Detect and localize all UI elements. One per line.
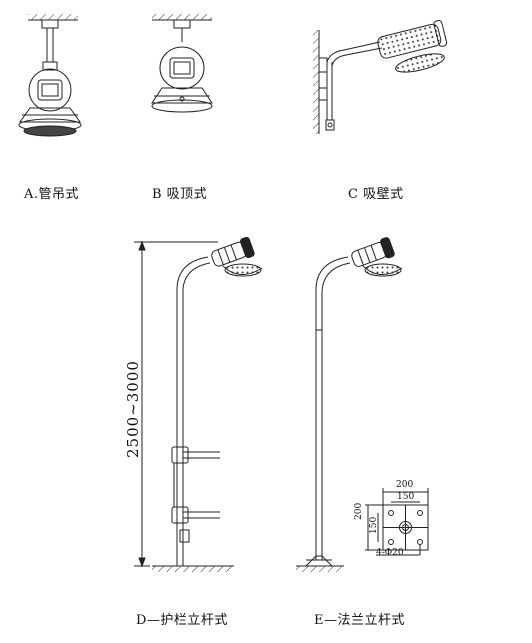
- lamp-b-ceiling: [151, 14, 213, 113]
- caption-d: D—护栏立杆式: [136, 613, 228, 628]
- lamp-c-wall: [313, 20, 448, 134]
- flange-plate-detail: [365, 488, 429, 556]
- flange-inner-width-label: 150: [397, 492, 415, 502]
- bolt-spec-label: 4-Φ20: [376, 548, 404, 558]
- lamp-d-guardrail-pole: [134, 236, 263, 572]
- flange-width-label: 200: [396, 480, 414, 490]
- caption-c: C 吸壁式: [348, 187, 404, 202]
- height-dimension-label: 2500~3000: [124, 360, 142, 458]
- flange-height-label: 200: [354, 502, 364, 520]
- lamp-a-pipe-hanging: [18, 14, 82, 137]
- flange-inner-height-label: 150: [369, 516, 379, 534]
- caption-b: B 吸顶式: [152, 187, 208, 202]
- lamp-e-flange-pole: [296, 237, 403, 572]
- caption-e: E—法兰立杆式: [314, 613, 405, 628]
- caption-a: A.管吊式: [24, 187, 80, 202]
